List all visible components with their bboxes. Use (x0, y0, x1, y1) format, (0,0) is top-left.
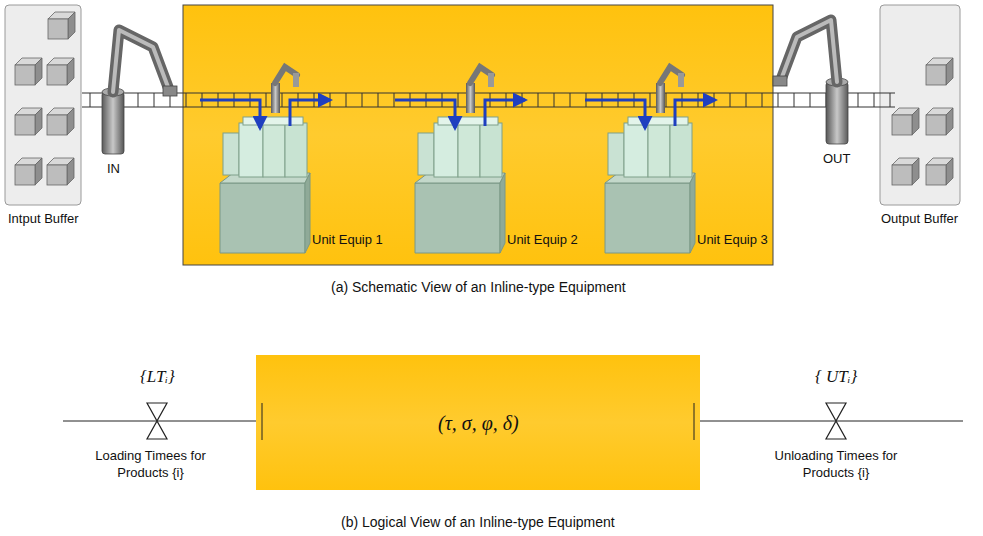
unit-equipment: Unit Equip 1 (215, 105, 385, 260)
equipment-label: Unit Equip 2 (507, 232, 578, 248)
loading-times-symbol: {LTᵢ} (140, 368, 175, 385)
output-buffer: Output Buffer (880, 5, 960, 205)
logical-equipment-box: (τ, σ, φ, δ) (256, 355, 700, 490)
robot-label: OUT (823, 150, 850, 167)
parameter-tuple: (τ, σ, φ, δ) (438, 411, 519, 435)
figure-caption: (a) Schematic View of an Inline-type Equ… (331, 279, 626, 296)
equipment-label: Output Buffer (881, 211, 958, 227)
unit-equipment: Unit Equip 3 (600, 105, 770, 260)
unit-equipment: Unit Equip 2 (410, 105, 580, 260)
unloading-times-symbol: { UTᵢ} (815, 368, 857, 385)
equipment-label: Unit Equip 1 (312, 232, 383, 248)
equipment-label: Unit Equip 3 (697, 232, 768, 248)
figure-caption: (b) Logical View of an Inline-type Equip… (341, 514, 615, 531)
valve-label: Loading Timees for Products {i} (88, 447, 213, 481)
input-buffer: Intput Buffer (5, 5, 81, 205)
valve-label: Unloading Timees for Products {i} (771, 447, 901, 481)
equipment-label: Intput Buffer (8, 211, 79, 227)
robot-label: IN (107, 160, 120, 177)
